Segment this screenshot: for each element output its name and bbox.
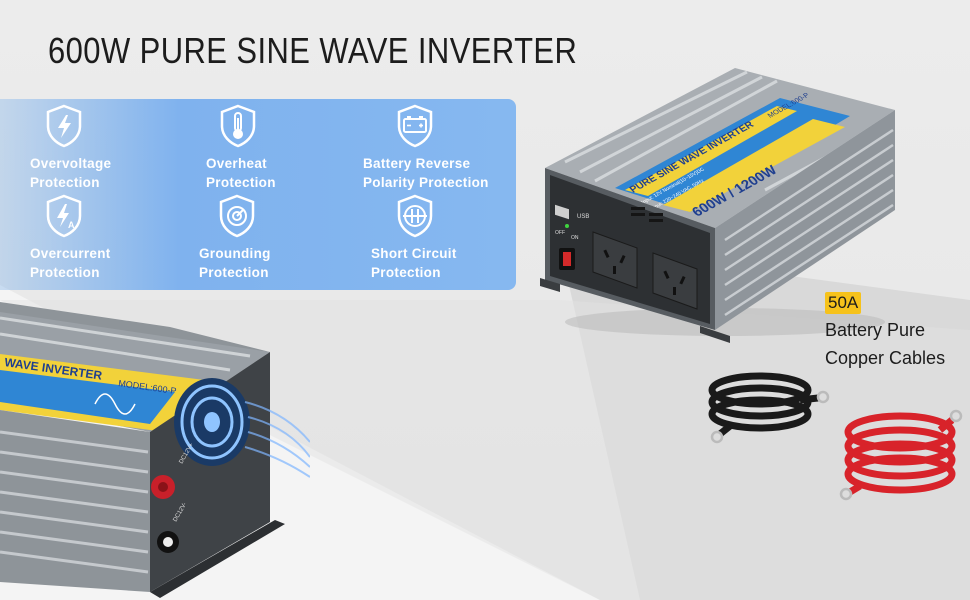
feature-label-line2: Protection [206, 175, 276, 190]
ac-outlet-left [592, 231, 638, 289]
positive-terminal [151, 475, 175, 499]
ground-shield-icon [219, 194, 255, 238]
cables-caption: 50A Battery Pure Copper Cables [825, 288, 945, 372]
inverter-rear-image: WAVE INVERTER MODEL:600-P DC12V+ DC12V- [0, 302, 310, 598]
switch-off-label: OFF [555, 230, 565, 236]
usb-port [555, 204, 569, 220]
amperage-badge: 50A [825, 292, 862, 314]
feature-label-line2: Protection [371, 265, 441, 280]
negative-terminal [157, 531, 179, 553]
feature-label-line1: Grounding [199, 246, 271, 261]
switch-on-label: ON [571, 235, 579, 241]
inverter-main-image: PURE SINE WAVE INVERTER 600W / 1200W MOD… [540, 68, 895, 343]
svg-text:A: A [68, 220, 75, 230]
cables-line2: Copper Cables [825, 348, 946, 368]
red-cable [844, 412, 956, 494]
ac-outlet-right [652, 252, 698, 310]
thermometer-shield-icon [220, 104, 256, 148]
feature-label-line2: Polarity Protection [363, 175, 489, 190]
feature-label-line1: Battery Reverse [363, 156, 471, 171]
usb-label: USB [577, 214, 589, 220]
page-title: 600W PURE SINE WAVE INVERTER [48, 30, 578, 71]
cables-image [708, 372, 963, 501]
short-circuit-shield-icon [397, 194, 433, 238]
feature-label-line1: Overvoltage [30, 156, 112, 171]
feature-label-line1: Overheat [206, 156, 267, 171]
battery-shield-icon [397, 104, 433, 148]
feature-label-line2: Protection [30, 175, 100, 190]
current-shield-icon: A [46, 194, 82, 238]
feature-label-line1: Overcurrent [30, 246, 111, 261]
status-led [565, 224, 569, 228]
cables-line1: Battery Pure [825, 320, 926, 340]
lightning-shield-icon [46, 104, 82, 148]
feature-label-line2: Protection [199, 265, 269, 280]
feature-label-line2: Protection [30, 265, 100, 280]
black-cable [708, 372, 812, 432]
cooling-fan [174, 378, 250, 466]
feature-label-line1: Short Circuit [371, 246, 457, 261]
